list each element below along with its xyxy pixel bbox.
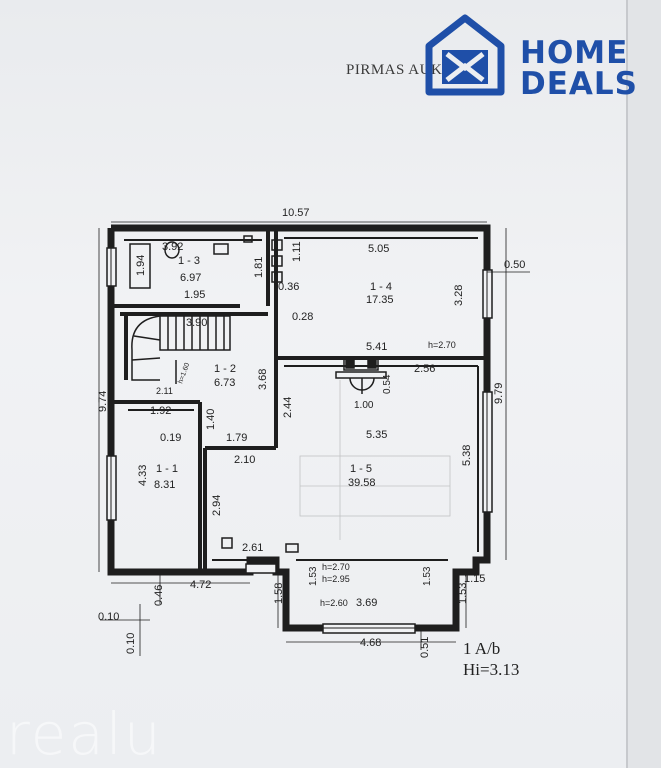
dim-bay-260: h=2.60 bbox=[320, 598, 348, 608]
paper-edge-line bbox=[626, 0, 628, 768]
room-1-4-area: 17.35 bbox=[366, 294, 394, 306]
dim-r5-width: 5.35 bbox=[366, 429, 387, 441]
dim-r5-054: 0.54 bbox=[382, 374, 393, 394]
dim-wall-244: 2.44 bbox=[282, 397, 294, 418]
bath-fixtures bbox=[129, 239, 283, 289]
room-1-1-area: 8.31 bbox=[154, 479, 175, 491]
room-1-1-id: 1 - 1 bbox=[156, 463, 178, 475]
dim-hall-210: 2.10 bbox=[234, 454, 255, 466]
dim-r4-h: h=2.70 bbox=[428, 340, 456, 350]
dim-r1-179: 1.79 bbox=[226, 432, 247, 444]
window-glass-lines bbox=[110, 248, 488, 629]
dim-bay-153-right: 1.53 bbox=[422, 566, 433, 586]
room-1-2-id: 1 - 2 bbox=[214, 363, 236, 375]
dim-bump-050: 0.50 bbox=[504, 259, 525, 271]
dimension-lines bbox=[98, 221, 530, 656]
room-1-5-area: 39.58 bbox=[348, 477, 376, 489]
dim-r5-261: 2.61 bbox=[242, 542, 263, 554]
realu-watermark: realu bbox=[6, 700, 163, 768]
dim-r5-top: 2.56 bbox=[414, 363, 435, 375]
dim-r5-height: 5.38 bbox=[461, 445, 473, 466]
fireplace bbox=[335, 357, 387, 394]
dim-bath-side: 1.94 bbox=[135, 255, 147, 276]
room-1-3-id: 1 - 3 bbox=[178, 255, 200, 267]
dim-bottom-051: 0.51 bbox=[419, 637, 431, 658]
dim-bottom-472: 4.72 bbox=[190, 579, 211, 591]
dim-marker-010-b: 0.10 bbox=[125, 633, 137, 654]
room-1-5-id: 1 - 5 bbox=[350, 463, 372, 475]
dim-overall-width: 10.57 bbox=[282, 207, 310, 219]
dim-hall-height: 3.68 bbox=[257, 369, 269, 390]
dim-r5-294: 2.94 bbox=[211, 495, 223, 516]
dim-bath-width: 3.92 bbox=[162, 241, 183, 253]
dim-bay-153-outer: 1.53 bbox=[457, 583, 469, 604]
dim-r1-height: 4.33 bbox=[137, 465, 149, 486]
dim-stair-width: 3.90 bbox=[186, 317, 207, 329]
furniture-ghost bbox=[299, 380, 451, 540]
dim-marker-010-a: 0.10 bbox=[98, 611, 119, 623]
dim-bay-153-left: 1.53 bbox=[308, 566, 319, 586]
logo-word-home: HOME bbox=[520, 35, 629, 71]
dim-r4-width: 5.05 bbox=[368, 243, 389, 255]
dim-gap-028: 0.28 bbox=[292, 311, 313, 323]
dim-bay-369: 3.69 bbox=[356, 597, 377, 609]
dim-stair-h: h=1.60 bbox=[177, 362, 191, 385]
dim-bay-115: 1.15 bbox=[464, 573, 485, 585]
hall-fixtures bbox=[221, 235, 299, 553]
dim-small-211: 2.11 bbox=[156, 386, 173, 396]
dim-r4-bottom: 5.41 bbox=[366, 341, 387, 353]
dim-bottom-046: 0.46 bbox=[153, 585, 165, 606]
dim-bottom-468: 4.68 bbox=[360, 637, 381, 649]
dim-right-height: 9.79 bbox=[493, 383, 505, 404]
scale-block: 1 A/b Hi=3.13 bbox=[463, 638, 519, 680]
dim-r4-height: 3.28 bbox=[453, 285, 465, 306]
dim-bay-295: h=2.95 bbox=[322, 574, 350, 584]
dim-r1-019: 0.19 bbox=[160, 432, 181, 444]
dim-r5-100: 1.00 bbox=[354, 400, 374, 411]
dim-bay-270: h=2.70 bbox=[322, 562, 350, 572]
dim-vent-side: 1.11 bbox=[291, 241, 303, 262]
stairs bbox=[131, 315, 231, 384]
dim-r1-140: 1.40 bbox=[205, 409, 217, 430]
dim-bath-bottom: 1.95 bbox=[184, 289, 205, 301]
house-logo-icon bbox=[425, 14, 505, 96]
scale-label: 1 A/b bbox=[463, 639, 501, 658]
dim-vent-gap: 0.36 bbox=[278, 281, 299, 293]
home-deals-logo[interactable]: HOME DEALS bbox=[423, 14, 637, 100]
dim-bath-right: 1.81 bbox=[253, 257, 265, 278]
dim-overall-height: 9.74 bbox=[97, 391, 109, 412]
room-1-3-area: 6.97 bbox=[180, 272, 201, 284]
dim-r1-width: 1.92 bbox=[150, 405, 171, 417]
dim-bay-158: 1.58 bbox=[273, 583, 285, 604]
room-1-2-area: 6.73 bbox=[214, 377, 235, 389]
ceiling-height: Hi=3.13 bbox=[463, 660, 520, 679]
paper-right-margin bbox=[628, 0, 661, 768]
logo-word-deals: DEALS bbox=[520, 66, 638, 102]
room-1-4-id: 1 - 4 bbox=[370, 281, 392, 293]
